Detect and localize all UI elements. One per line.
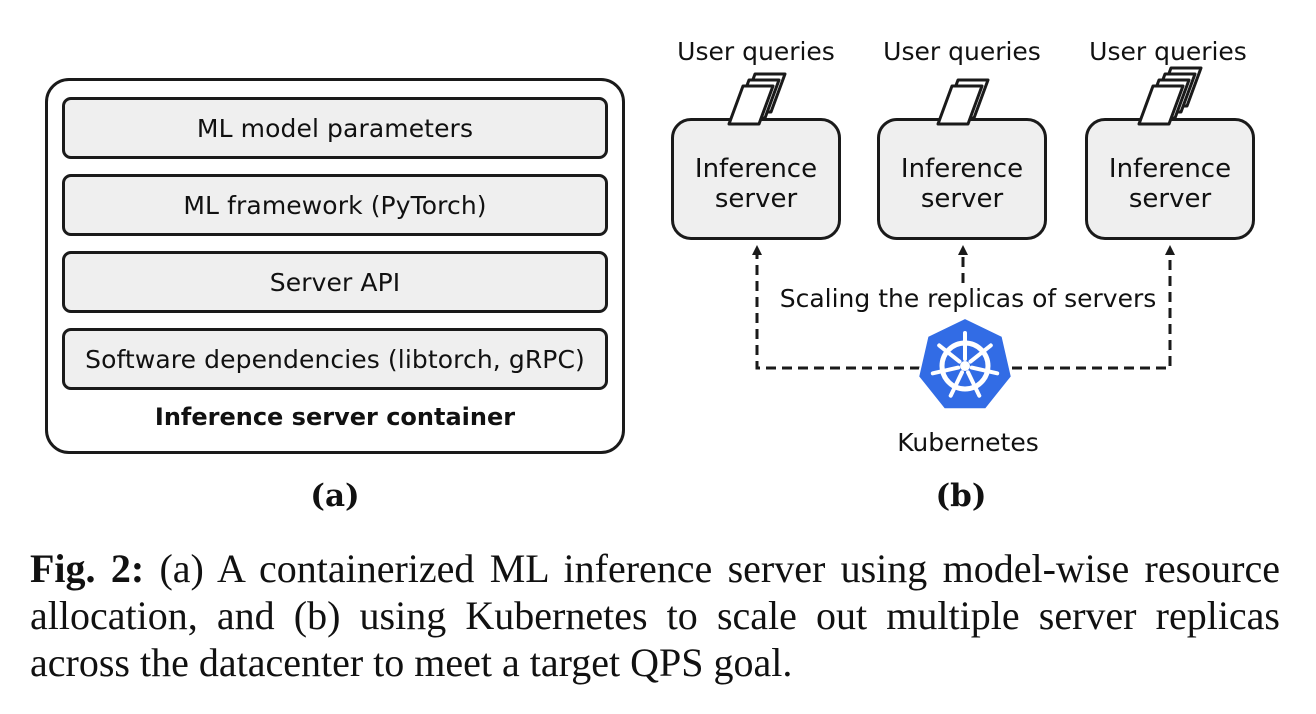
query-document-icon <box>733 78 781 120</box>
query-document-icon <box>942 78 990 120</box>
panel-b-label: (b) <box>935 478 987 514</box>
query-stacks <box>727 66 1203 126</box>
user-queries-label-1: User queries <box>677 37 835 66</box>
query-document-icon <box>1143 78 1191 120</box>
kubernetes-label: Kubernetes <box>897 428 1039 457</box>
figure-caption: Fig. 2: (a) A containerized ML inference… <box>30 545 1280 686</box>
kubernetes-helm-icon <box>917 316 1013 411</box>
server-label-line2: server <box>920 184 1004 214</box>
inference-server-2: Inference server <box>877 118 1047 240</box>
inference-server-1: Inference server <box>671 118 841 240</box>
caption-text: (a) A containerized ML inference server … <box>30 546 1280 685</box>
figure-tag: Fig. 2: <box>30 546 145 591</box>
query-document-icon <box>1149 72 1197 114</box>
scaling-label: Scaling the replicas of servers <box>768 284 1168 313</box>
user-queries-label-3: User queries <box>1089 37 1247 66</box>
server-label-line2: server <box>714 184 798 214</box>
query-document-icon <box>739 72 787 114</box>
user-queries-label-2: User queries <box>883 37 1041 66</box>
query-document-icon <box>1155 66 1203 108</box>
layer-software-dependencies: Software dependencies (libtorch, gRPC) <box>62 328 608 390</box>
layer-ml-framework: ML framework (PyTorch) <box>62 174 608 236</box>
server-label-line1: Inference <box>1108 154 1232 184</box>
server-label-line2: server <box>1128 184 1212 214</box>
container-label: Inference server container <box>154 403 516 431</box>
inference-server-container: ML model parameters ML framework (PyTorc… <box>45 78 625 454</box>
panel-a-label: (a) <box>310 478 360 514</box>
inference-server-3: Inference server <box>1085 118 1255 240</box>
server-label-line1: Inference <box>900 154 1024 184</box>
layer-ml-model-parameters: ML model parameters <box>62 97 608 159</box>
layer-server-api: Server API <box>62 251 608 313</box>
query-stack-icon <box>1137 66 1203 126</box>
query-stack-icon <box>727 72 787 126</box>
server-label-line1: Inference <box>694 154 818 184</box>
